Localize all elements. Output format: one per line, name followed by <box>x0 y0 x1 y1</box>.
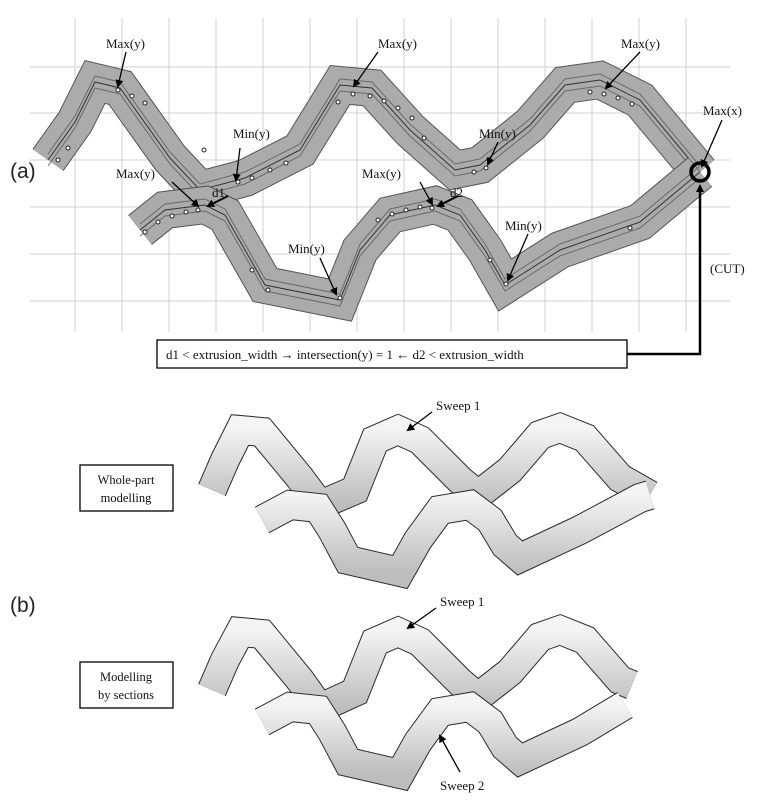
label-max-x: Max(x) <box>703 103 742 118</box>
label-min-y-1: Min(y) <box>233 126 270 141</box>
box-by-sections-line2: by sections <box>98 688 154 702</box>
box-by-sections <box>79 661 174 709</box>
label-max-y-2: Max(y) <box>378 36 417 51</box>
annotations <box>115 51 723 296</box>
panel-a: Max(y) Max(y) Max(y) Max(x) Min(y) Min(y… <box>10 18 745 369</box>
panel-label-a: (a) <box>10 160 36 183</box>
label-cut: (CUT) <box>710 261 745 276</box>
label-d1: d1 <box>212 185 225 200</box>
label-sweep-1-top: Sweep 1 <box>436 398 480 413</box>
model-by-sections <box>198 613 638 792</box>
box-whole-part-line1: Whole-part <box>98 473 155 487</box>
label-max-y-3: Max(y) <box>621 36 660 51</box>
cut-marker <box>689 161 711 183</box>
label-min-y-4: Min(y) <box>505 218 542 233</box>
label-d2: d2 <box>450 185 463 200</box>
label-max-y-1: Max(y) <box>106 36 145 51</box>
label-min-y-2: Min(y) <box>479 126 516 141</box>
formula-box <box>156 339 628 369</box>
box-whole-part-line2: modelling <box>101 491 152 505</box>
sweep-arrows <box>406 411 461 773</box>
label-sweep-1-bottom: Sweep 1 <box>440 594 484 609</box>
label-min-y-3: Min(y) <box>288 241 325 256</box>
label-sweep-2: Sweep 2 <box>440 778 484 793</box>
label-max-y-5: Max(y) <box>362 166 401 181</box>
box-by-sections-line1: Modelling <box>100 670 153 684</box>
box-whole-part <box>79 464 174 512</box>
model-whole-part <box>198 411 658 590</box>
label-max-y-4: Max(y) <box>116 166 155 181</box>
formula-text: d1 < extrusion_width → intersection(y) =… <box>166 347 524 362</box>
panel-label-b: (b) <box>10 594 36 617</box>
panel-b: (b) Sweep 1 Sweep 1 Sweep 2 Whole-part m… <box>10 398 658 793</box>
sample-points <box>55 87 635 301</box>
cut-connector <box>627 184 704 356</box>
